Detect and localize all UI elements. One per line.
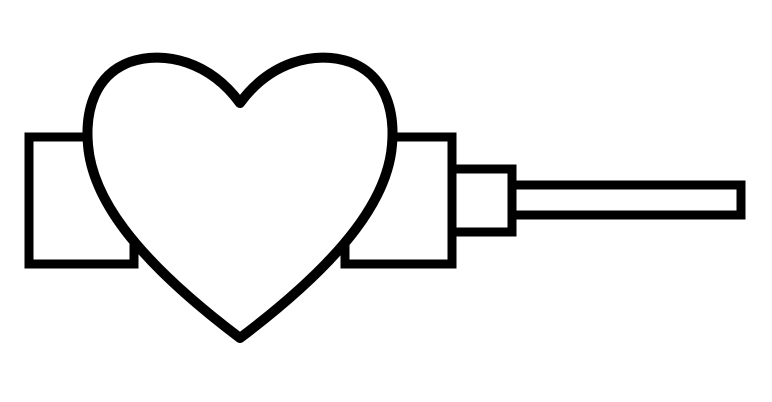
heart-shape <box>82 52 398 343</box>
connector-neck <box>447 164 517 237</box>
connector-pin <box>507 180 746 220</box>
